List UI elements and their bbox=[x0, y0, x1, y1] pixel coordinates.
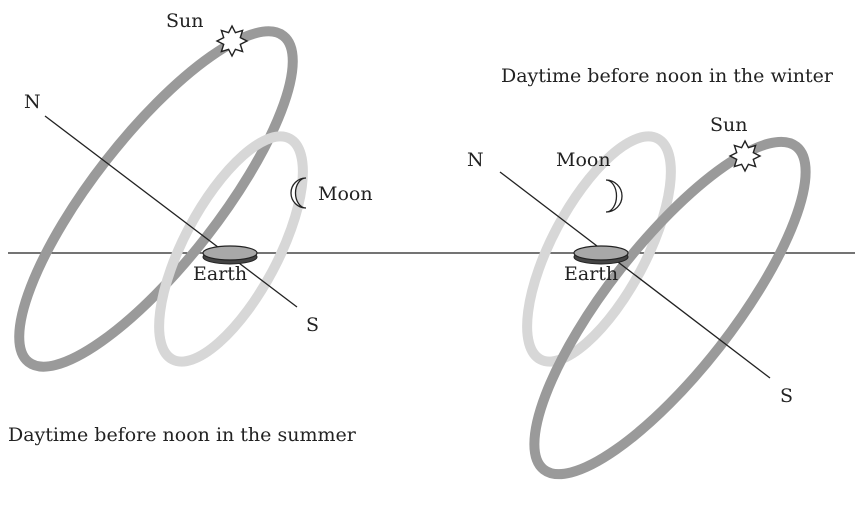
north-label-winter: N bbox=[467, 149, 484, 171]
sun-label-winter: Sun bbox=[710, 114, 748, 136]
moon-orbit-summer bbox=[154, 131, 308, 367]
earth-label-winter: Earth bbox=[564, 263, 618, 285]
panel-summer: Sun Moon Earth N S Daytime before noon i… bbox=[8, 10, 373, 446]
sun-orbit-summer bbox=[14, 26, 298, 372]
sun-icon bbox=[728, 139, 762, 173]
caption-summer: Daytime before noon in the summer bbox=[8, 424, 357, 446]
north-label-summer: N bbox=[24, 91, 41, 113]
caption-winter: Daytime before noon in the winter bbox=[501, 65, 834, 87]
earth-label-summer: Earth bbox=[193, 263, 247, 285]
sun-icon bbox=[215, 24, 249, 58]
south-label-winter: S bbox=[780, 385, 793, 407]
earth-disk-icon bbox=[202, 245, 258, 265]
crescent-moon-icon bbox=[290, 177, 307, 209]
panel-winter: Daytime before noon in the winter Sun Mo… bbox=[467, 65, 834, 480]
moon-label-summer: Moon bbox=[318, 183, 373, 205]
sun-label-summer: Sun bbox=[166, 10, 204, 32]
moon-label-winter: Moon bbox=[556, 149, 611, 171]
earth-axis-winter bbox=[499, 171, 771, 379]
earth-disk-icon bbox=[573, 245, 629, 265]
moon-orbit-winter bbox=[522, 131, 676, 367]
earth-axis-summer bbox=[44, 115, 298, 308]
south-label-summer: S bbox=[306, 314, 319, 336]
sun-orbit-winter bbox=[529, 136, 811, 480]
crescent-moon-icon bbox=[605, 179, 623, 213]
